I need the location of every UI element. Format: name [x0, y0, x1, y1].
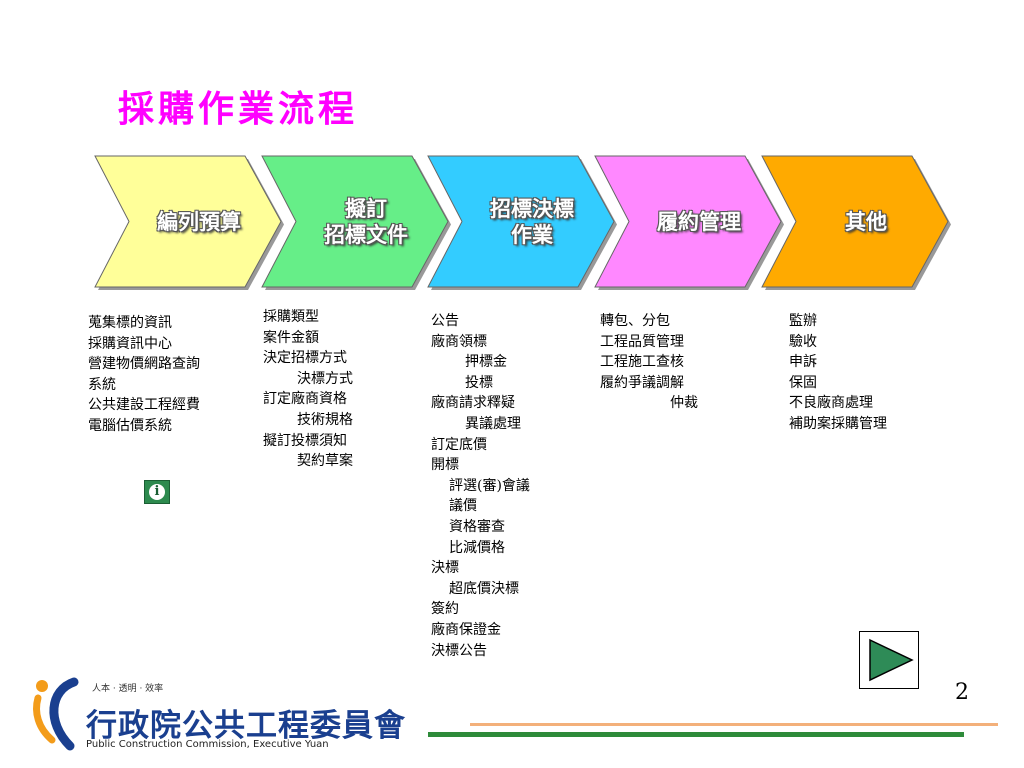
list-item: 採購類型: [263, 309, 319, 325]
next-slide-button[interactable]: [859, 631, 919, 689]
list-item: 簽約: [431, 601, 459, 618]
list-item: 公共建設工程經費: [88, 397, 200, 414]
list-item: 電腦估價系統: [88, 417, 172, 434]
stage-other-label: 其他: [801, 209, 931, 235]
column-budget-items: 蒐集標的資訊採購資訊中心營建物價網路查詢系統公共建設工程經費電腦估價系統: [88, 313, 200, 437]
list-item: 仲裁: [670, 395, 698, 412]
list-item: 押標金: [465, 354, 507, 371]
logo-org-name: 行政院公共工程委員會: [86, 708, 406, 744]
info-icon: i: [149, 484, 165, 500]
list-item: 公告: [431, 313, 459, 329]
list-item: 保固: [789, 374, 817, 391]
list-item: 擬訂投標須知: [263, 432, 347, 449]
list-item: 補助案採購管理: [789, 415, 887, 432]
stage-other-label-line: 其他: [845, 209, 887, 234]
column-other-items: 監辦驗收申訴保固不良廠商處理補助案採購管理: [789, 311, 887, 435]
list-item: 不良廠商處理: [789, 395, 873, 412]
list-item: 議價: [449, 498, 477, 515]
list-item: 轉包、分包: [600, 313, 670, 329]
list-item: 採購資訊中心: [88, 335, 172, 352]
list-item: 工程施工查核: [600, 354, 684, 371]
list-item: 契約草案: [297, 453, 353, 470]
process-flow: [94, 155, 951, 290]
column-tender-docs-items: 採購類型案件金額決定招標方式決標方式訂定廠商資格技術規格擬訂投標須知契約草案: [263, 307, 353, 472]
stage-tender-docs-chevron: [261, 155, 449, 288]
list-item: 廠商領標: [431, 333, 487, 350]
page-number: 2: [955, 680, 969, 705]
commission-logo-icon: [33, 677, 79, 751]
footer-green-line: [428, 732, 964, 737]
list-item: 履約爭議調解: [600, 374, 684, 391]
list-item: 決標公告: [431, 642, 487, 659]
stage-other-chevron: [761, 155, 949, 288]
list-item: 決標方式: [297, 370, 353, 387]
column-tender-award-items: 公告廠商領標押標金投標廠商請求釋疑異議處理訂定底價開標評選(審)會議議價資格審查…: [431, 311, 530, 661]
list-item: 案件金額: [263, 329, 319, 346]
stage-tender-award-label-line: 招標決標: [490, 196, 574, 221]
list-item: 異議處理: [465, 415, 521, 432]
stage-contract-mgmt-chevron: [594, 155, 782, 288]
info-button[interactable]: i: [144, 480, 170, 504]
stage-tender-award-chevron: [427, 155, 615, 288]
list-item: 營建物價網路查詢: [88, 356, 200, 373]
list-item: 評選(審)會議: [449, 477, 530, 494]
list-item: 申訴: [789, 354, 817, 371]
page-title: 採購作業流程: [118, 88, 359, 130]
list-item: 蒐集標的資訊: [88, 315, 172, 331]
list-item: 決定招標方式: [263, 350, 347, 367]
logo-slogan: 人本 · 透明 · 效率: [92, 684, 164, 694]
stage-budget-chevron: [94, 155, 282, 288]
stage-tender-docs-label: 擬訂招標文件: [301, 196, 431, 248]
stage-budget-label: 編列預算: [134, 209, 264, 235]
list-item: 決標: [431, 560, 459, 577]
stage-budget-label-line: 編列預算: [157, 209, 241, 234]
list-item: 廠商請求釋疑: [431, 395, 515, 412]
list-item: 監辦: [789, 313, 817, 329]
list-item: 資格審查: [449, 518, 505, 535]
stage-tender-docs-label-line: 擬訂: [345, 196, 387, 221]
list-item: 訂定廠商資格: [263, 391, 347, 408]
list-item: 廠商保證金: [431, 621, 501, 638]
stage-tender-award-label: 招標決標作業: [467, 196, 597, 248]
stage-contract-mgmt-label-line: 履約管理: [657, 209, 741, 234]
list-item: 驗收: [789, 333, 817, 350]
column-contract-mgmt-items: 轉包、分包工程品質管理工程施工查核履約爭議調解仲裁: [600, 311, 698, 414]
stage-tender-award-label-line: 作業: [511, 222, 553, 247]
list-item: 工程品質管理: [600, 333, 684, 350]
stage-tender-docs-label-line: 招標文件: [324, 222, 408, 247]
play-arrow-icon: [869, 638, 914, 682]
footer-orange-line: [470, 723, 998, 726]
list-item: 比減價格: [449, 539, 505, 556]
list-item: 超底價決標: [449, 580, 519, 597]
logo-english-name: Public Construction Commission, Executiv…: [86, 739, 329, 750]
stage-contract-mgmt-label: 履約管理: [634, 209, 764, 235]
list-item: 技術規格: [297, 411, 353, 428]
list-item: 系統: [88, 376, 116, 393]
list-item: 開標: [431, 457, 459, 474]
list-item: 訂定底價: [431, 436, 487, 453]
list-item: 投標: [465, 374, 493, 391]
